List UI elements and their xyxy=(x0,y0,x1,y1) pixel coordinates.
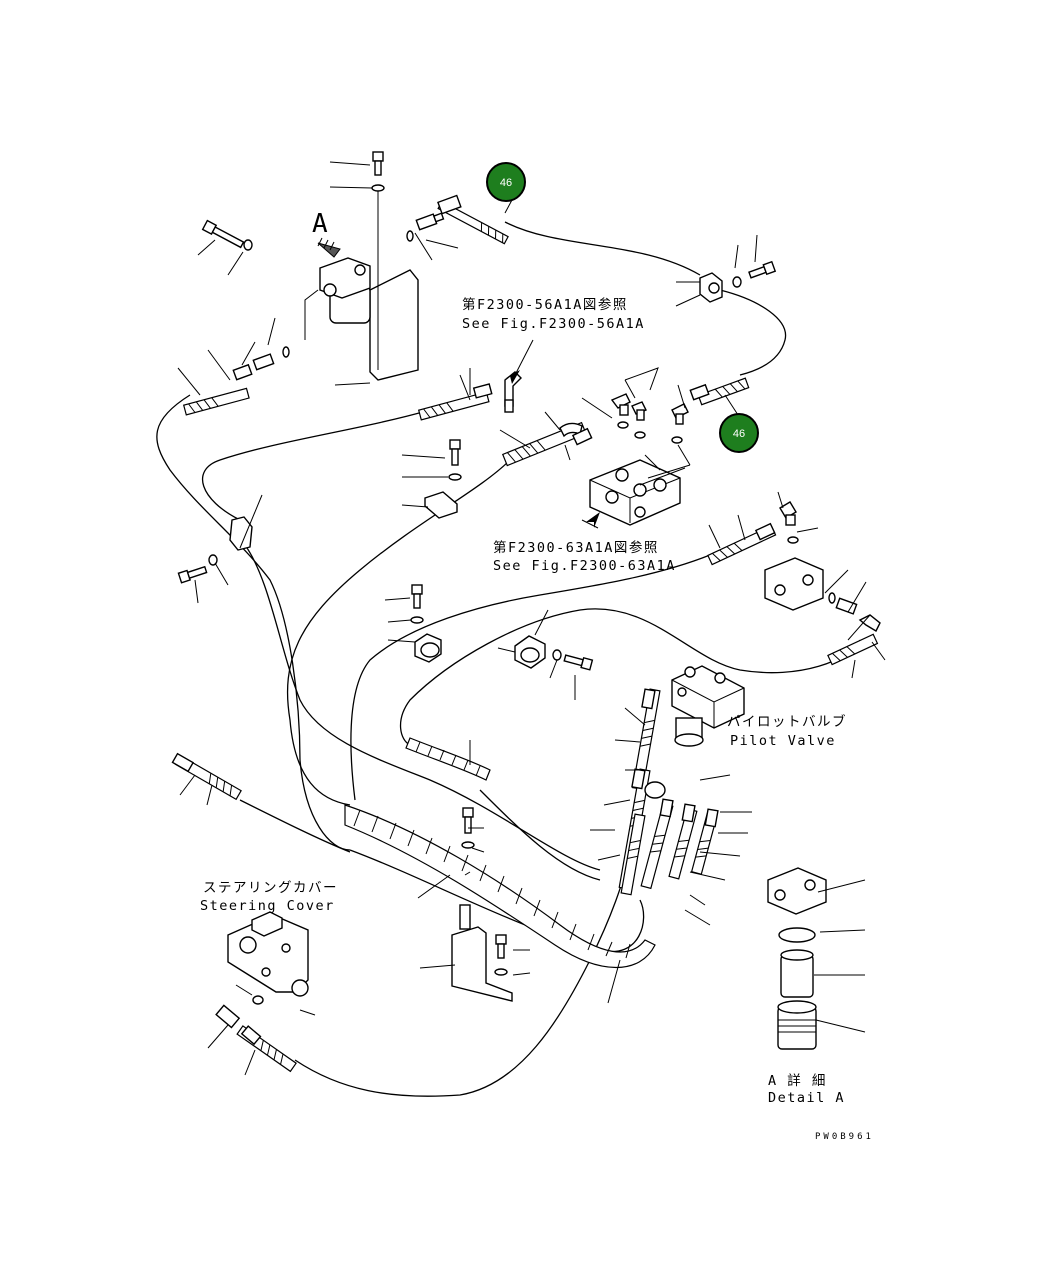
hose-segments xyxy=(174,200,879,1073)
view-letter-label: A xyxy=(312,209,328,239)
detail-a-parts xyxy=(767,867,827,1050)
svg-text:46: 46 xyxy=(500,177,512,189)
callout-46-top[interactable]: 46 xyxy=(486,162,526,202)
arrow-ref-63 xyxy=(586,512,600,528)
steering-cover-en-label: Steering Cover xyxy=(200,898,335,914)
ref-56-jp-label: 第F2300-56A1A図参照 xyxy=(462,296,628,313)
fasteners xyxy=(177,151,836,1005)
stop-valve-block xyxy=(589,459,681,526)
callout-46-right[interactable]: 46 xyxy=(719,413,759,453)
ref-63-jp-label: 第F2300-63A1A図参照 xyxy=(493,539,659,556)
pilot-valve-en-label: Pilot Valve xyxy=(730,733,836,749)
detail-a-en-label: Detail A xyxy=(768,1090,845,1106)
clamps-brackets xyxy=(229,269,723,1002)
spiral-wrap-bundle xyxy=(344,737,656,969)
drawing-number: PW0B961 xyxy=(815,1132,874,1142)
fittings xyxy=(171,194,881,1046)
svg-text:46: 46 xyxy=(733,428,745,440)
ref-63-en-label: See Fig.F2300-63A1A xyxy=(493,558,676,574)
detail-a-jp-label: A 詳 細 xyxy=(768,1073,827,1089)
line-filter-assembly xyxy=(317,237,371,324)
pilot-valve xyxy=(671,665,745,747)
steering-cover-jp-label: ステアリングカバー xyxy=(203,880,338,896)
ref-56-en-label: See Fig.F2300-56A1A xyxy=(462,316,645,332)
arrow-ref-56 xyxy=(504,370,520,384)
steering-cover xyxy=(227,911,309,997)
pilot-valve-jp-label: パイロットバルブ xyxy=(727,713,847,730)
check-valve-block xyxy=(764,557,824,611)
